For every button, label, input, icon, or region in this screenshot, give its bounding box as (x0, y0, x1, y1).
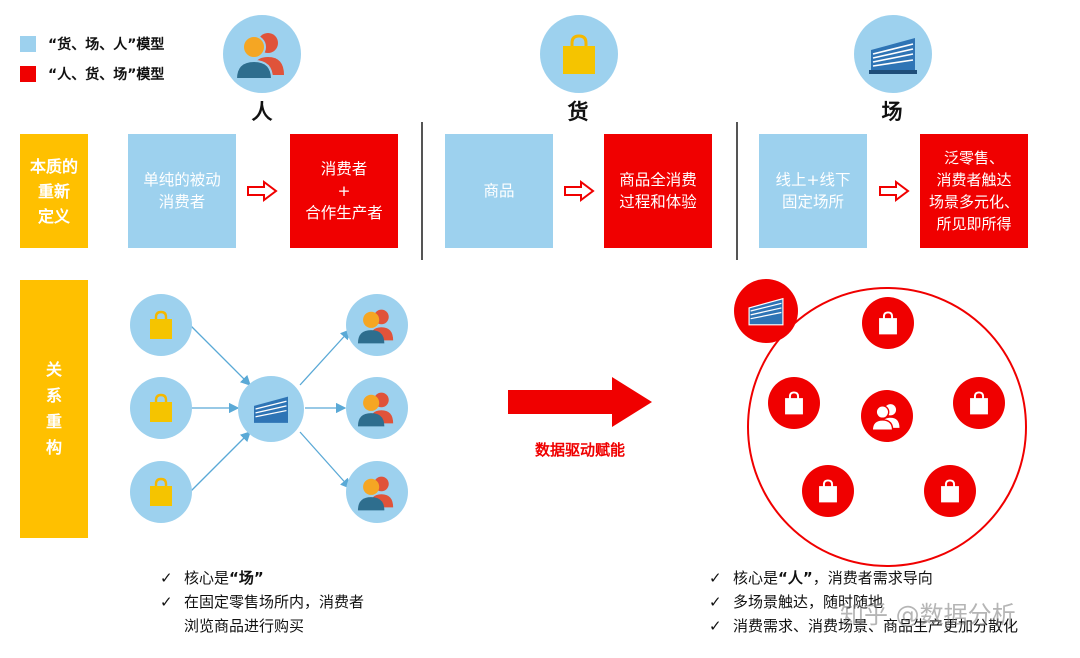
legend-swatch-red (20, 66, 36, 82)
left-note-1-prefix: 核心是 (184, 569, 230, 587)
column-title-people: 人 (251, 100, 273, 124)
check-icon: ✓ (709, 569, 722, 587)
shopping-bag-icon (540, 15, 618, 93)
bag-node-1 (130, 294, 192, 356)
legend-swatch-blue (20, 36, 36, 52)
new-definition-people: 消费者 + 合作生产者 (290, 134, 398, 248)
column-divider-2 (736, 122, 738, 260)
right-note-3: ✓ 消费需求、消费场景、商品生产更加分散化 (709, 614, 1074, 638)
column-title-goods: 货 (567, 100, 589, 124)
arrow-goods (564, 180, 595, 202)
old-definition-people: 单纯的被动 消费者 (128, 134, 236, 248)
arrow-place (879, 180, 910, 202)
people-icon (223, 15, 301, 93)
people-node-2 (346, 377, 408, 439)
watermark: 知乎 @数据分析 (840, 601, 1016, 629)
left-note-1-emph: 场 (238, 569, 254, 587)
new-definition-goods: 商品全消费 过程和体验 (604, 134, 712, 248)
new-definition-place: 泛零售、 消费者触达 场景多元化、 所见即所得 (920, 134, 1028, 248)
old-definition-place: 线上+线下 固定场所 (759, 134, 867, 248)
column-title-place: 场 (881, 100, 903, 124)
legend-label-blue: “货、场、人”模型 (48, 37, 165, 53)
side-label-redefine: 本质的 重新 定义 (20, 134, 88, 248)
right-note-1-emph: 人 (787, 569, 803, 587)
store-node-corner (734, 279, 798, 343)
check-icon: ✓ (709, 593, 722, 611)
right-note-1-suffix: ，消费者需求导向 (812, 569, 933, 587)
left-note-2: ✓ 在固定零售场所内，消费者 浏览商品进行购买 (160, 590, 420, 638)
bag-node-3 (130, 461, 192, 523)
bag-node-bottom-right (924, 465, 976, 517)
people-node-center (861, 390, 913, 442)
legend-label-red: “人、货、场”模型 (48, 67, 165, 83)
left-note-2-text: 在固定零售场所内，消费者 浏览商品进行购买 (184, 593, 365, 635)
check-icon: ✓ (160, 593, 173, 611)
old-definition-goods: 商品 (445, 134, 553, 248)
right-notes: ✓ 核心是“人”，消费者需求导向 ✓ 多场景触达，随时随地 ✓ 消费需求、消费场… (709, 566, 1074, 638)
right-note-1-open-quote: “ (778, 569, 788, 587)
bag-node-left (768, 377, 820, 429)
side-label-relation: 关 系 重 构 (20, 280, 88, 538)
right-note-1-prefix: 核心是 (733, 569, 779, 587)
people-node-1 (346, 294, 408, 356)
bag-node-2 (130, 377, 192, 439)
left-note-1-close-quote: ” (253, 569, 264, 587)
left-note-1: ✓ 核心是“场” (160, 566, 420, 590)
building-icon (854, 15, 932, 93)
arrow-people (247, 180, 278, 202)
bag-node-bottom-left (802, 465, 854, 517)
right-note-2: ✓ 多场景触达，随时随地 (709, 590, 1074, 614)
right-note-3-text: 消费需求、消费场景、商品生产更加分散化 (733, 617, 1019, 635)
left-notes: ✓ 核心是“场” ✓ 在固定零售场所内，消费者 浏览商品进行购买 (160, 566, 420, 638)
people-node-3 (346, 461, 408, 523)
check-icon: ✓ (709, 617, 722, 635)
check-icon: ✓ (160, 569, 173, 587)
transition-label: 数据驱动赋能 (534, 441, 625, 459)
bag-node-top (862, 297, 914, 349)
right-note-1-close-quote: ” (802, 569, 813, 587)
right-note-2-text: 多场景触达，随时随地 (733, 593, 884, 611)
left-note-1-open-quote: “ (229, 569, 239, 587)
transition-arrow (508, 377, 652, 427)
bag-node-right (953, 377, 1005, 429)
right-note-1: ✓ 核心是“人”，消费者需求导向 (709, 566, 1074, 590)
column-divider-1 (421, 122, 423, 260)
store-node-center (238, 376, 304, 442)
